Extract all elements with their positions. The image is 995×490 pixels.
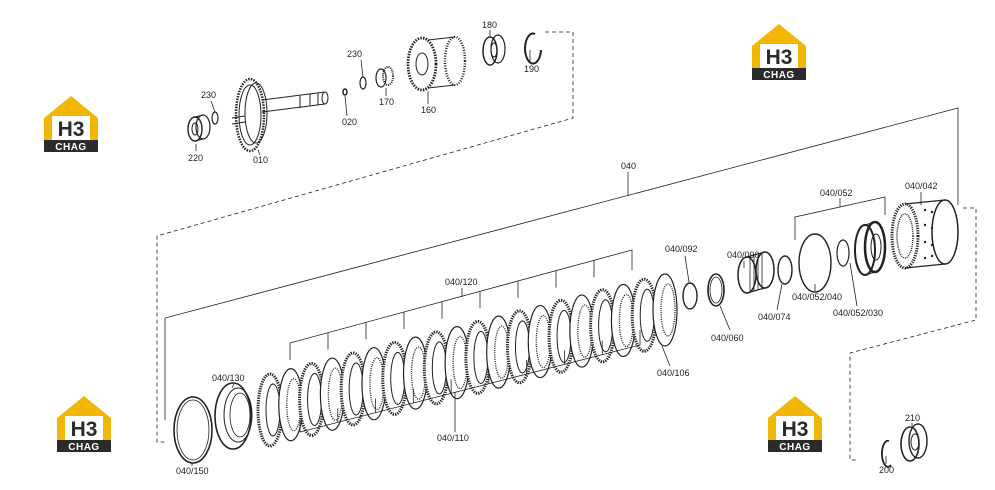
watermark-logo: H3 CHAG bbox=[40, 92, 102, 154]
label-220: 220 bbox=[188, 153, 203, 163]
part-180-bearing bbox=[482, 34, 506, 66]
dashed-frame-top bbox=[156, 31, 574, 443]
label-010: 010 bbox=[253, 155, 268, 165]
label-200: 200 bbox=[879, 465, 894, 475]
part-160-gear bbox=[406, 35, 467, 92]
part-190-snap-ring bbox=[524, 32, 542, 65]
svg-text:H3: H3 bbox=[766, 46, 793, 69]
watermark-logo: H3 CHAG bbox=[748, 20, 810, 82]
label-040-130: 040/130 bbox=[212, 373, 245, 383]
clutch-steel-disc bbox=[569, 294, 595, 368]
label-040-150: 040/150 bbox=[176, 466, 209, 476]
label-020: 020 bbox=[342, 117, 357, 127]
label-040-074: 040/074 bbox=[758, 312, 791, 322]
label-040-060: 040/060 bbox=[711, 333, 744, 343]
part-040-042-drum bbox=[890, 192, 959, 270]
svg-text:CHAG: CHAG bbox=[763, 70, 794, 81]
top-shaft-assembly bbox=[187, 30, 542, 156]
label-040-090: 040/090 bbox=[727, 250, 760, 260]
label-210: 210 bbox=[905, 413, 920, 423]
label-230-right: 230 bbox=[347, 49, 362, 59]
part-040-052-030-ring bbox=[836, 239, 858, 307]
logo-house-icon: H3 CHAG bbox=[752, 24, 806, 81]
dashed-frame-bottom bbox=[849, 207, 977, 461]
part-040-052-040-ring bbox=[798, 233, 832, 293]
label-040-052-030: 040/052/030 bbox=[833, 308, 883, 318]
clutch-pack bbox=[256, 273, 678, 448]
part-230-ring-right bbox=[359, 76, 367, 90]
svg-text:H3: H3 bbox=[58, 118, 85, 141]
label-040-106: 040/106 bbox=[657, 368, 690, 378]
top-leaders bbox=[195, 30, 531, 156]
label-230-left: 230 bbox=[201, 90, 216, 100]
label-180: 180 bbox=[482, 20, 497, 30]
bracket-040 bbox=[164, 107, 959, 420]
clutch-steel-disc bbox=[652, 273, 678, 347]
logo-house-icon: H3 CHAG bbox=[44, 96, 98, 153]
label-160: 160 bbox=[421, 105, 436, 115]
label-040-110: 040/110 bbox=[437, 433, 469, 443]
bracket-040-110-line bbox=[299, 330, 641, 433]
label-170: 170 bbox=[379, 97, 394, 107]
label-040-042: 040/042 bbox=[905, 181, 938, 191]
part-040-060-ring bbox=[707, 273, 731, 331]
part-210-bearing bbox=[900, 423, 928, 462]
svg-text:H3: H3 bbox=[71, 418, 98, 441]
svg-text:CHAG: CHAG bbox=[55, 142, 86, 153]
label-040: 040 bbox=[621, 161, 636, 171]
part-labels: 220 230 010 020 230 170 160 180 190 040 … bbox=[176, 20, 938, 476]
part-010-gear-shaft bbox=[231, 77, 329, 153]
logo-house-icon: H3 CHAG bbox=[768, 396, 822, 453]
part-040-150-snap-ring bbox=[173, 396, 213, 466]
part-040-090-spring bbox=[737, 251, 775, 294]
part-170-bearing bbox=[375, 66, 394, 88]
part-230-ring-left bbox=[211, 111, 219, 125]
logo-house-icon: H3 CHAG bbox=[57, 396, 111, 453]
bracket-040-120-line bbox=[289, 249, 633, 360]
svg-text:CHAG: CHAG bbox=[68, 442, 99, 453]
part-220-bearing bbox=[187, 114, 211, 142]
part-200-snap-ring bbox=[881, 439, 892, 468]
label-040-052-040: 040/052/040 bbox=[792, 292, 842, 302]
part-040-092-ring bbox=[682, 255, 698, 310]
label-040-092: 040/092 bbox=[665, 244, 698, 254]
label-040-120: 040/120 bbox=[445, 277, 478, 287]
label-040-052: 040/052 bbox=[820, 188, 853, 198]
watermark-logo: H3 CHAG bbox=[764, 392, 826, 454]
watermark-logo: H3 CHAG bbox=[53, 392, 115, 454]
part-040-074-ring bbox=[776, 255, 793, 311]
bracket-040-120 bbox=[289, 249, 633, 360]
bracket-040-110 bbox=[299, 330, 641, 433]
part-020-pin bbox=[342, 88, 348, 96]
part-040-130-plate bbox=[214, 382, 253, 450]
leader-040-106 bbox=[661, 345, 671, 367]
svg-text:CHAG: CHAG bbox=[779, 442, 810, 453]
part-040-052-piston bbox=[854, 220, 887, 276]
label-190: 190 bbox=[524, 64, 539, 74]
svg-text:H3: H3 bbox=[782, 418, 809, 441]
